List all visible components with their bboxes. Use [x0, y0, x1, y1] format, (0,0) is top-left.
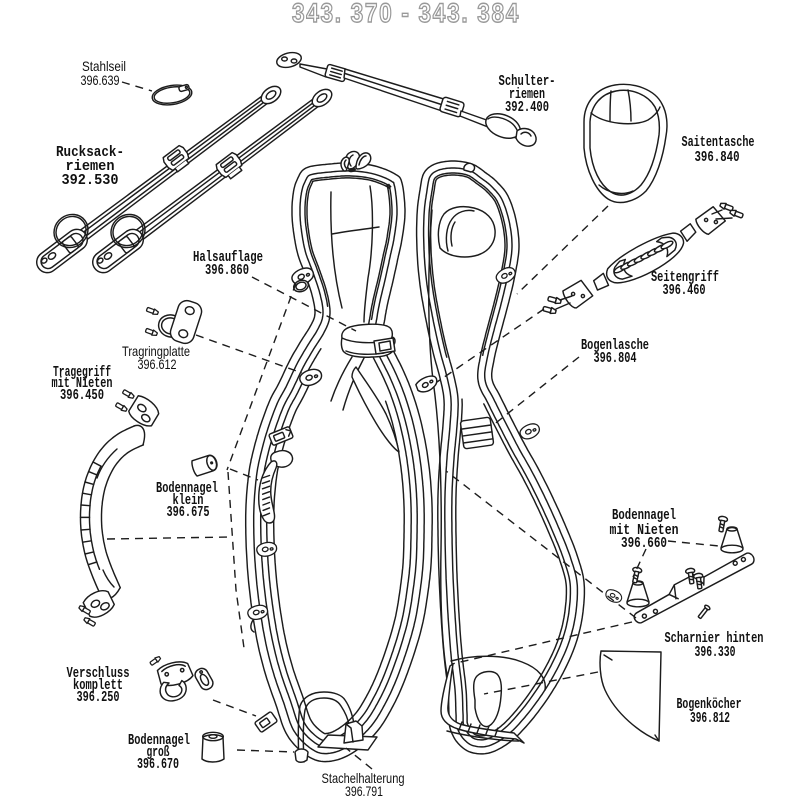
- svg-text:396.670: 396.670: [137, 756, 179, 773]
- svg-text:Seitengriff: Seitengriff: [651, 269, 719, 286]
- svg-text:396.860: 396.860: [205, 262, 249, 279]
- svg-text:Bodennagel: Bodennagel: [128, 732, 190, 749]
- svg-text:396.639: 396.639: [81, 72, 120, 88]
- svg-text:Bodennagel: Bodennagel: [156, 480, 218, 497]
- svg-text:Schulter-: Schulter-: [499, 73, 556, 90]
- svg-text:mit Nieten: mit Nieten: [610, 522, 679, 539]
- svg-text:396.812: 396.812: [690, 710, 730, 727]
- svg-text:396.791: 396.791: [345, 783, 383, 799]
- svg-text:396.450: 396.450: [60, 387, 104, 404]
- svg-text:riemen: riemen: [509, 86, 545, 103]
- svg-text:Tragegriff: Tragegriff: [53, 364, 111, 381]
- svg-text:Halsauflage: Halsauflage: [193, 249, 263, 266]
- svg-text:Verschluss: Verschluss: [67, 665, 130, 682]
- svg-text:Saitentasche: Saitentasche: [682, 134, 755, 151]
- svg-text:396.330: 396.330: [695, 644, 736, 661]
- svg-text:392.530: 392.530: [62, 172, 119, 189]
- svg-text:klein: klein: [173, 492, 204, 509]
- svg-text:343. 370 - 343. 384: 343. 370 - 343. 384: [292, 0, 520, 28]
- svg-text:Scharnier hinten: Scharnier hinten: [665, 630, 764, 647]
- svg-text:komplett: komplett: [73, 677, 123, 694]
- svg-text:396.612: 396.612: [138, 356, 177, 372]
- svg-text:Tragringplatte: Tragringplatte: [122, 343, 190, 359]
- svg-text:mit Nieten: mit Nieten: [52, 375, 113, 392]
- svg-text:Stachelhalterung: Stachelhalterung: [322, 770, 405, 786]
- svg-text:396.250: 396.250: [77, 689, 120, 706]
- svg-text:Bogenlasche: Bogenlasche: [581, 337, 649, 354]
- svg-text:Stahlseil: Stahlseil: [82, 58, 126, 74]
- svg-text:Rucksack-: Rucksack-: [56, 144, 124, 161]
- svg-text:groß: groß: [147, 744, 170, 761]
- svg-text:396.804: 396.804: [594, 350, 637, 367]
- svg-text:Bogenköcher: Bogenköcher: [677, 696, 742, 713]
- svg-text:Bodennagel: Bodennagel: [612, 507, 676, 524]
- svg-text:396.840: 396.840: [695, 149, 740, 166]
- svg-text:396.660: 396.660: [621, 535, 667, 552]
- svg-text:riemen: riemen: [66, 158, 115, 175]
- svg-text:396.460: 396.460: [663, 282, 706, 299]
- svg-text:396.675: 396.675: [167, 504, 210, 521]
- svg-text:392.400: 392.400: [505, 99, 549, 116]
